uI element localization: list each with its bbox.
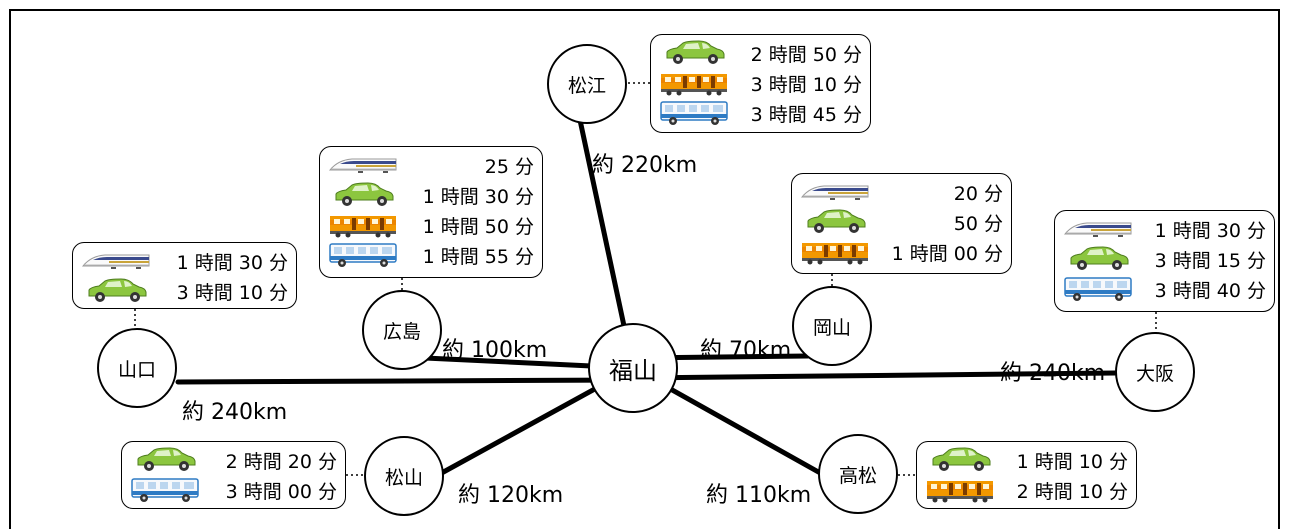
time-row: 3 時間 00 分 xyxy=(130,475,337,505)
bus-icon xyxy=(130,477,202,503)
travel-time: 1 時間 30 分 xyxy=(176,251,288,274)
travel-time: 2 時間 10 分 xyxy=(1016,480,1128,503)
time-row: 2 時間 50 分 xyxy=(659,38,862,68)
time-row: 3 時間 10 分 xyxy=(81,276,288,306)
route-yamaguchi xyxy=(175,377,636,385)
time-row: 3 時間 40 分 xyxy=(1063,274,1266,304)
travel-time: 2 時間 50 分 xyxy=(750,43,862,66)
city-hub-fukuyama: 福山 xyxy=(588,323,678,413)
travel-time: 1 時間 55 分 xyxy=(422,245,534,268)
time-row: 1 時間 30 分 xyxy=(1063,214,1266,244)
city-okayama: 岡山 xyxy=(792,286,872,366)
bus-icon xyxy=(328,242,400,268)
travel-time: 1 時間 00 分 xyxy=(891,242,1003,265)
time-row: 2 時間 20 分 xyxy=(130,445,337,475)
travel-time: 1 時間 30 分 xyxy=(1154,219,1266,242)
city-hiroshima: 広島 xyxy=(362,290,442,370)
car-icon xyxy=(130,447,202,473)
time-box-yamaguchi: 1 時間 30 分 3 時間 10 分 xyxy=(72,242,297,309)
travel-time: 1 時間 30 分 xyxy=(422,185,534,208)
time-box-matsue: 2 時間 50 分 3 時間 10 分 3 時間 45 分 xyxy=(650,34,871,133)
travel-time: 3 時間 45 分 xyxy=(750,103,862,126)
shinkansen-icon xyxy=(328,152,400,178)
travel-time: 1 時間 10 分 xyxy=(1016,450,1128,473)
travel-time: 3 時間 10 分 xyxy=(750,73,862,96)
train-icon xyxy=(659,70,731,96)
travel-time: 50 分 xyxy=(953,212,1003,235)
travel-time: 3 時間 40 分 xyxy=(1154,279,1266,302)
distance-okayama: 約 70km xyxy=(700,338,792,363)
car-icon xyxy=(328,182,400,208)
car-icon xyxy=(81,278,153,304)
diagram-frame xyxy=(9,9,1280,529)
distance-hiroshima: 約 100km xyxy=(442,338,548,363)
travel-time: 20 分 xyxy=(953,182,1003,205)
train-icon xyxy=(800,239,872,265)
travel-time: 3 時間 00 分 xyxy=(225,480,337,503)
train-icon xyxy=(925,477,997,503)
bus-icon xyxy=(1063,276,1135,302)
city-matsue: 松江 xyxy=(547,44,627,124)
route-osaka xyxy=(630,370,1119,381)
time-row: 1 時間 00 分 xyxy=(800,237,1003,267)
travel-time: 3 時間 15 分 xyxy=(1154,249,1266,272)
time-row: 25 分 xyxy=(328,150,534,180)
shinkansen-icon xyxy=(1063,216,1135,242)
shinkansen-icon xyxy=(81,248,153,274)
time-row: 2 時間 10 分 xyxy=(925,475,1128,505)
car-icon xyxy=(800,209,872,235)
time-row: 1 時間 10 分 xyxy=(925,445,1128,475)
time-row: 50 分 xyxy=(800,207,1003,237)
time-row: 3 時間 45 分 xyxy=(659,98,862,128)
time-box-matsuyama: 2 時間 20 分 3 時間 00 分 xyxy=(121,441,346,509)
city-matsuyama: 松山 xyxy=(364,436,444,516)
car-icon xyxy=(925,447,997,473)
time-box-okayama: 20 分 50 分 1 時間 00 分 xyxy=(791,173,1012,274)
bus-icon xyxy=(659,100,731,126)
time-row: 1 時間 50 分 xyxy=(328,210,534,240)
time-row: 1 時間 30 分 xyxy=(81,246,288,276)
shinkansen-icon xyxy=(800,179,872,205)
car-icon xyxy=(1063,246,1135,272)
distance-matsuyama: 約 120km xyxy=(458,483,564,508)
time-row: 3 時間 15 分 xyxy=(1063,244,1266,274)
distance-yamaguchi: 約 240km xyxy=(182,400,288,425)
city-osaka: 大阪 xyxy=(1115,332,1195,412)
travel-time: 2 時間 20 分 xyxy=(225,450,337,473)
time-row: 1 時間 55 分 xyxy=(328,240,534,270)
time-box-osaka: 1 時間 30 分 3 時間 15 分 3 時間 40 分 xyxy=(1054,210,1275,312)
time-box-hiroshima: 25 分 1 時間 30 分 1 時間 50 分 1 時間 55 分 xyxy=(319,146,543,278)
time-row: 20 分 xyxy=(800,177,1003,207)
distance-osaka: 約 240km xyxy=(1000,361,1106,386)
city-yamaguchi: 山口 xyxy=(97,328,177,408)
time-row: 3 時間 10 分 xyxy=(659,68,862,98)
time-row: 1 時間 30 分 xyxy=(328,180,534,210)
distance-takamatsu: 約 110km xyxy=(706,483,812,508)
car-icon xyxy=(659,40,731,66)
time-box-takamatsu: 1 時間 10 分 2 時間 10 分 xyxy=(916,441,1137,509)
train-icon xyxy=(328,212,400,238)
distance-matsue: 約 220km xyxy=(592,153,698,178)
travel-time: 1 時間 50 分 xyxy=(422,215,534,238)
travel-time: 3 時間 10 分 xyxy=(176,281,288,304)
travel-time: 25 分 xyxy=(484,155,534,178)
city-takamatsu: 高松 xyxy=(818,434,898,514)
